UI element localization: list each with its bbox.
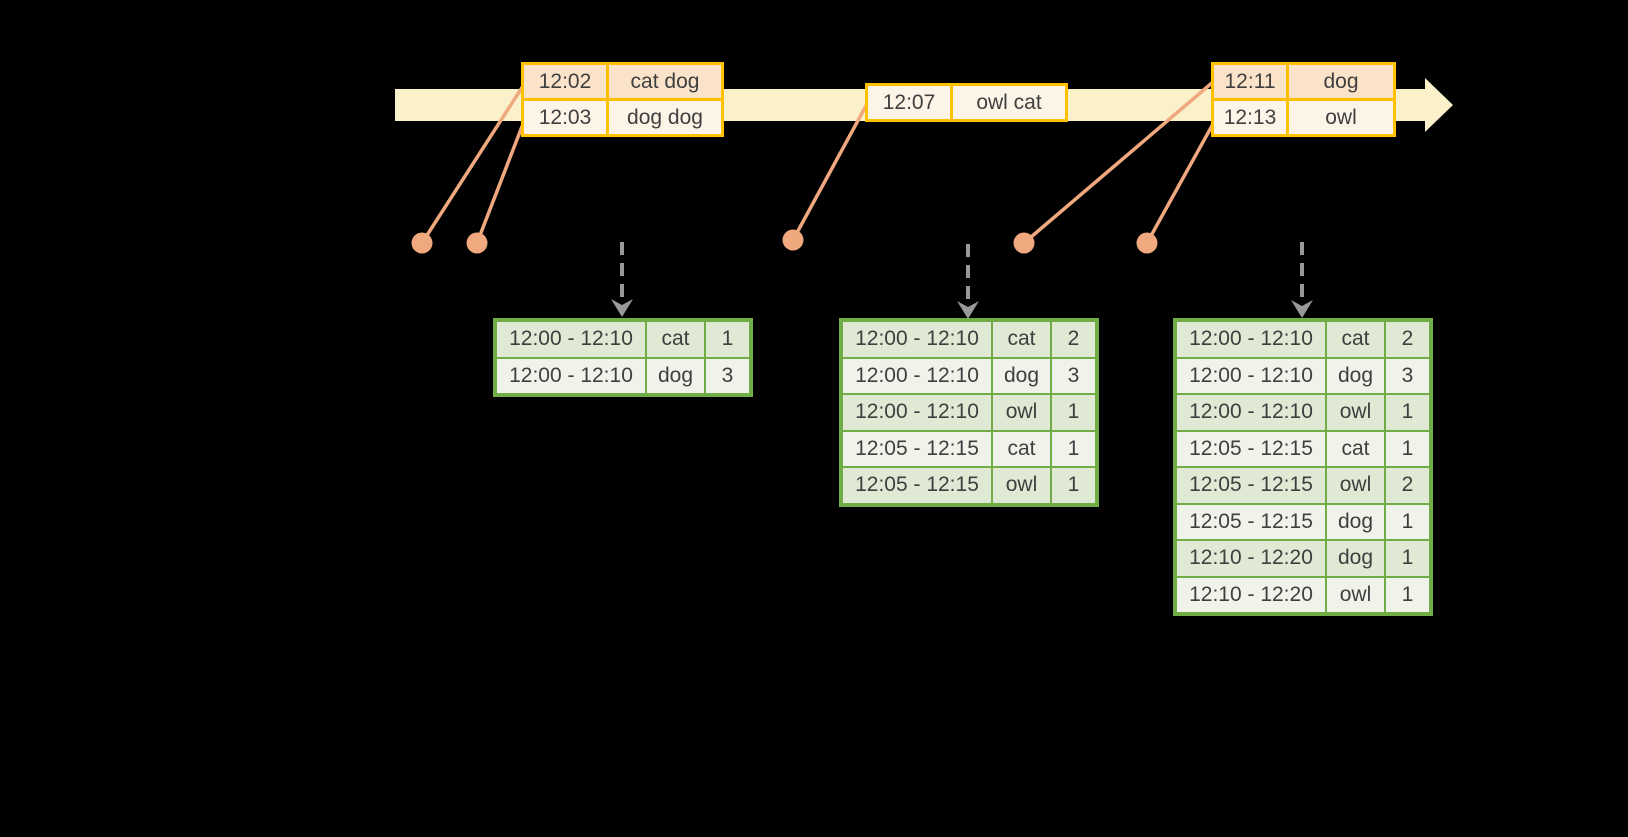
trigger-arrowhead-icon bbox=[611, 299, 633, 317]
event-dot bbox=[782, 229, 804, 251]
table-cell: 1 bbox=[1384, 393, 1432, 432]
table-cell: 1 bbox=[704, 319, 752, 359]
table-cell: 1 bbox=[1050, 466, 1098, 506]
table-cell: owl cat bbox=[950, 83, 1068, 122]
table-cell: owl bbox=[1325, 393, 1386, 432]
table-cell: cat bbox=[1325, 319, 1386, 359]
table-cell: 12:00 - 12:10 bbox=[1174, 356, 1327, 395]
table-cell: dog bbox=[1325, 539, 1386, 578]
table-cell: owl bbox=[991, 466, 1052, 506]
table-cell: 3 bbox=[1050, 356, 1098, 395]
table-cell: 1 bbox=[1050, 393, 1098, 432]
table-cell: 12:05 - 12:15 bbox=[1174, 429, 1327, 468]
event-connector-line bbox=[1145, 123, 1215, 244]
timeline-arrowhead-icon bbox=[1425, 78, 1453, 132]
event-dot bbox=[1013, 232, 1035, 254]
table-cell: 12:00 - 12:10 bbox=[840, 393, 993, 432]
trigger-arrowhead-icon bbox=[957, 301, 979, 319]
table-cell: 12:00 - 12:10 bbox=[1174, 319, 1327, 359]
table-cell: 12:10 - 12:20 bbox=[1174, 539, 1327, 578]
table-cell: dog bbox=[991, 356, 1052, 395]
table-cell: cat bbox=[645, 319, 706, 359]
table-cell: 1 bbox=[1384, 502, 1432, 541]
trigger-arrowhead-icon bbox=[1291, 300, 1313, 318]
table-cell: 1 bbox=[1384, 575, 1432, 615]
table-cell: cat bbox=[991, 319, 1052, 359]
table-cell: 12:00 - 12:10 bbox=[840, 356, 993, 395]
table-cell: 1 bbox=[1384, 539, 1432, 578]
table-cell: 12:00 - 12:10 bbox=[494, 319, 647, 359]
event-dot bbox=[411, 232, 433, 254]
table-cell: dog bbox=[1325, 502, 1386, 541]
table-cell: 12:00 - 12:10 bbox=[1174, 393, 1327, 432]
table-cell: 3 bbox=[704, 356, 752, 396]
table-cell: 12:05 - 12:15 bbox=[1174, 502, 1327, 541]
table-cell: 2 bbox=[1050, 319, 1098, 359]
table-cell: owl bbox=[1325, 466, 1386, 505]
table-cell: 12:02 bbox=[521, 62, 609, 101]
table-cell: 12:05 - 12:15 bbox=[840, 429, 993, 468]
table-cell: 12:05 - 12:15 bbox=[840, 466, 993, 506]
table-cell: 2 bbox=[1384, 466, 1432, 505]
table-cell: 12:00 - 12:10 bbox=[840, 319, 993, 359]
table-cell: 3 bbox=[1384, 356, 1432, 395]
table-cell: 2 bbox=[1384, 319, 1432, 359]
event-connector-line bbox=[1022, 80, 1215, 245]
table-cell: 12:07 bbox=[865, 83, 953, 122]
table-cell: 12:13 bbox=[1211, 98, 1289, 137]
table-cell: dog dog bbox=[606, 98, 724, 137]
table-cell: dog bbox=[1325, 356, 1386, 395]
table-cell: 12:11 bbox=[1211, 62, 1289, 101]
table-cell: owl bbox=[1286, 98, 1396, 137]
event-connector-line bbox=[420, 85, 525, 244]
table-cell: 12:05 - 12:15 bbox=[1174, 466, 1327, 505]
table-cell: 1 bbox=[1384, 429, 1432, 468]
table-cell: dog bbox=[645, 356, 706, 396]
table-cell: 1 bbox=[1050, 429, 1098, 468]
table-cell: dog bbox=[1286, 62, 1396, 101]
event-connector-line bbox=[475, 123, 525, 244]
table-cell: 12:03 bbox=[521, 98, 609, 137]
table-cell: cat bbox=[1325, 429, 1386, 468]
table-cell: 12:00 - 12:10 bbox=[494, 356, 647, 396]
event-dot bbox=[466, 232, 488, 254]
table-cell: cat bbox=[991, 429, 1052, 468]
event-connector-line bbox=[791, 103, 869, 241]
table-cell: owl bbox=[1325, 575, 1386, 615]
table-cell: cat dog bbox=[606, 62, 724, 101]
event-dot bbox=[1136, 232, 1158, 254]
table-cell: owl bbox=[991, 393, 1052, 432]
table-cell: 12:10 - 12:20 bbox=[1174, 575, 1327, 615]
